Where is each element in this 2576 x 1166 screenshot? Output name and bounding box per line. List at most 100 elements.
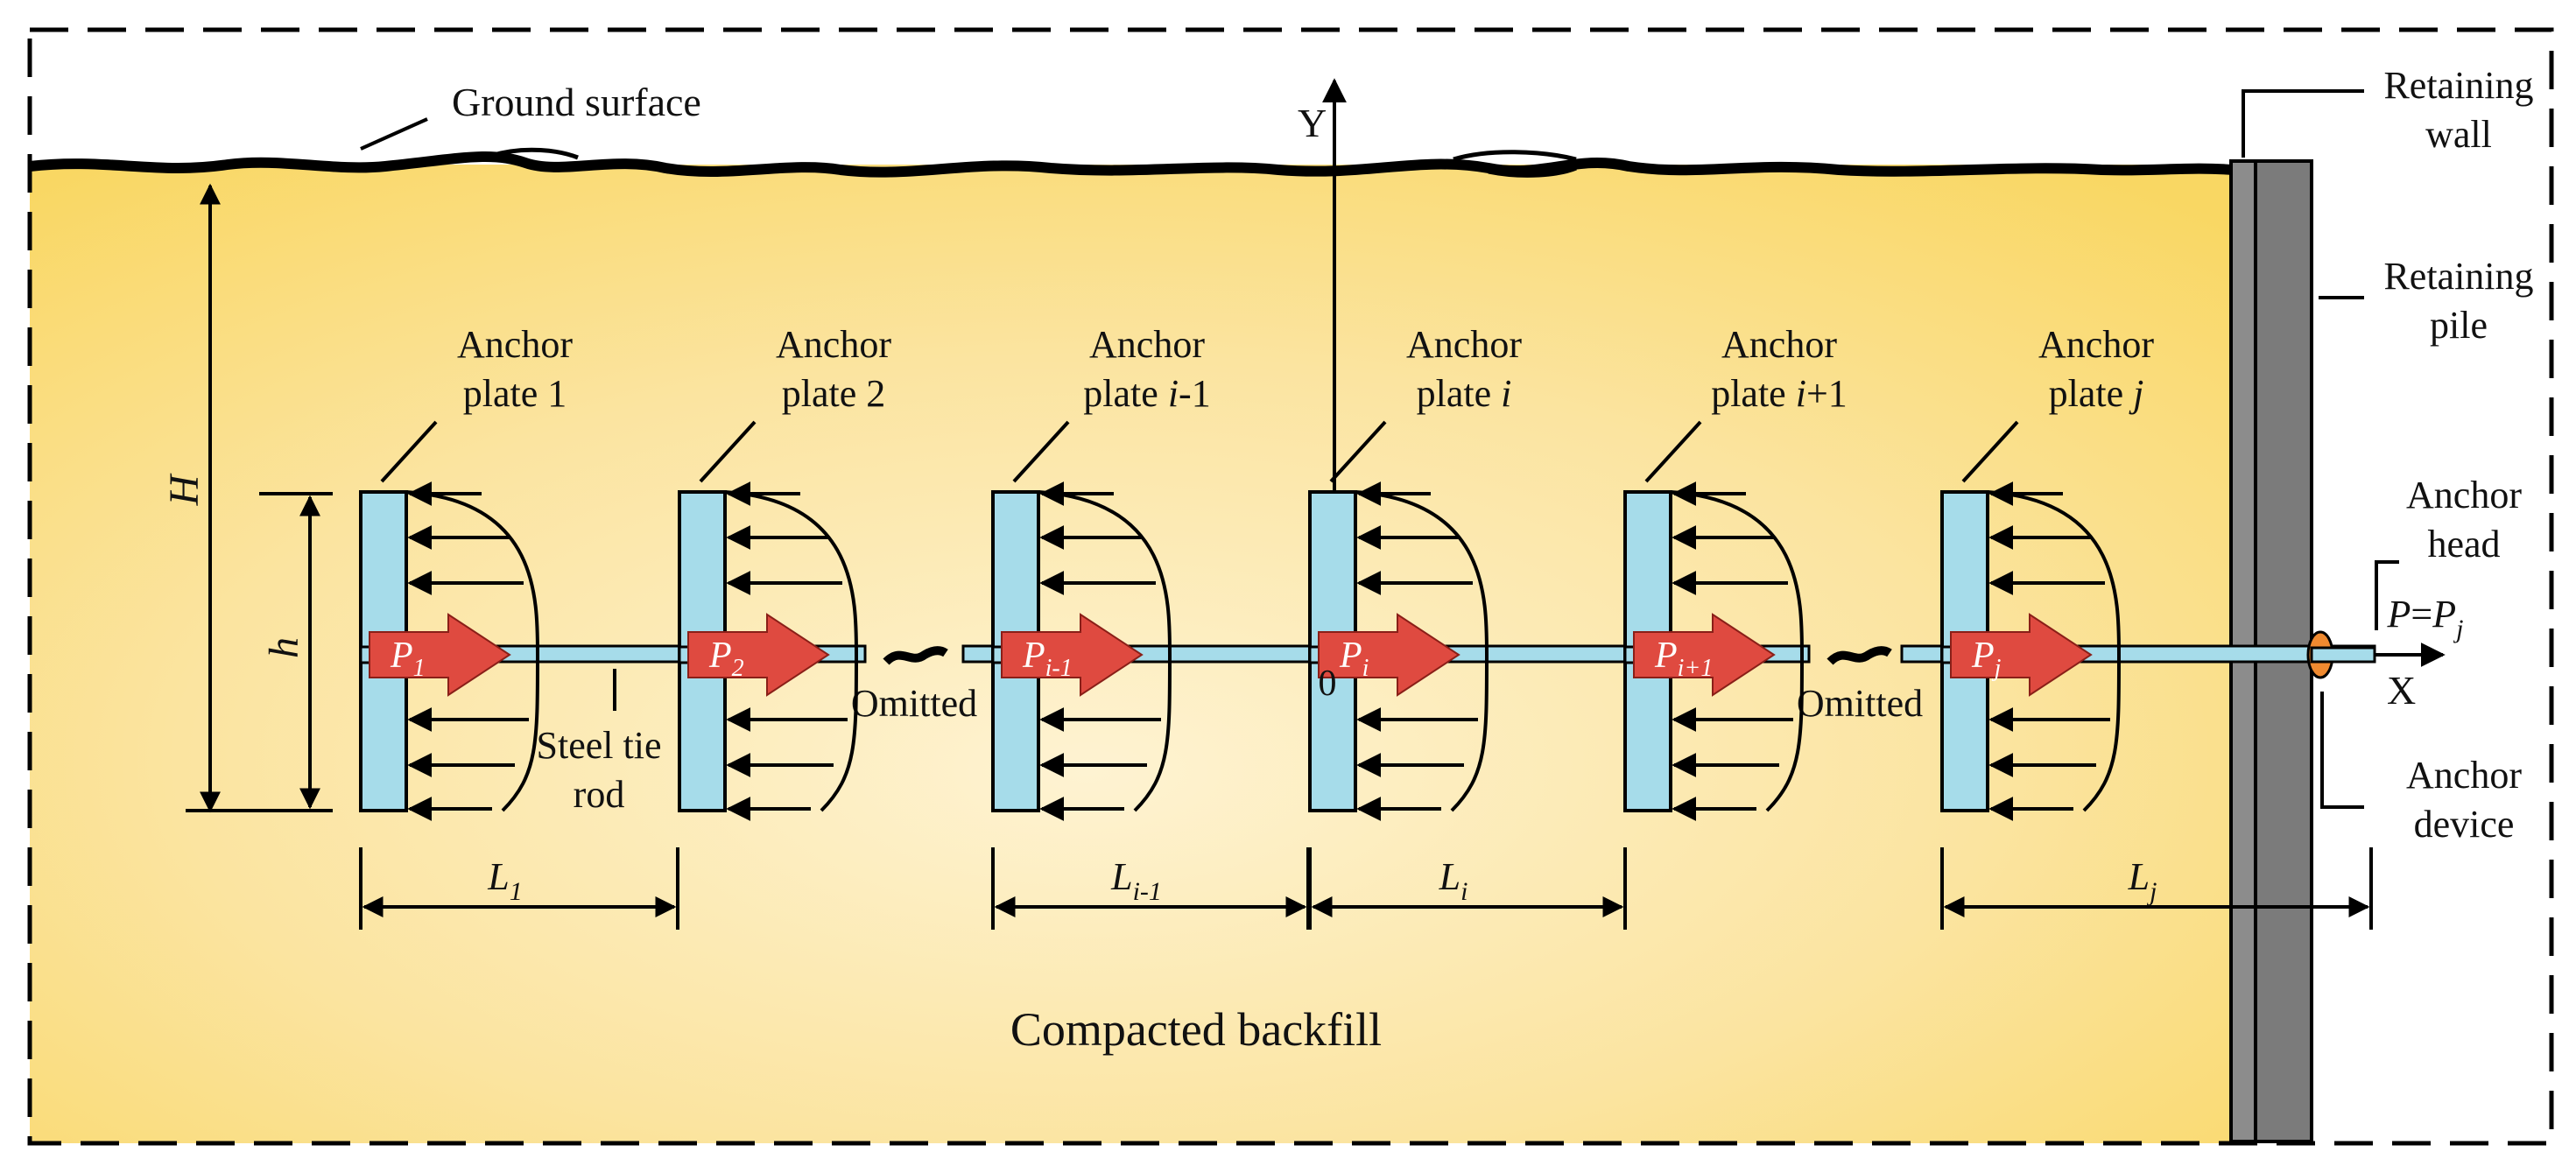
- anchor-plate-label-offset-5: +1: [1806, 372, 1848, 415]
- anchor-plate-label-line1-3: Anchor: [1089, 323, 1205, 366]
- anchor-force-letter-3: P: [1022, 636, 1045, 676]
- spacing-label-subscript-3: i: [1460, 877, 1467, 906]
- anchor-force-subscript-4: i: [1362, 655, 1369, 682]
- anchor-device-leader: [2320, 692, 2364, 809]
- anchor-force-subscript-3: i-1: [1045, 655, 1073, 682]
- earth-pressure-curve-6: [1987, 490, 2121, 812]
- anchor-force-arrow-5: [1633, 613, 1776, 697]
- anchor-force-subscript-5: i+1: [1678, 655, 1714, 682]
- anchor-force-letter-5: P: [1654, 636, 1678, 676]
- anchor-force-label-5: Pi+1: [1654, 636, 1713, 682]
- anchor-plate-label-index-4: i: [1501, 372, 1511, 415]
- spacing-label-letter-1: L: [487, 855, 509, 898]
- spacing-label-subscript-4: j: [2146, 877, 2157, 906]
- anchor-force-arrow-4: [1318, 613, 1460, 697]
- anchor-force-arrow-3: [1001, 613, 1144, 697]
- origin-label: 0: [1319, 664, 1337, 704]
- retaining-wall-label-line1: Retaining: [2383, 64, 2533, 107]
- anchor-plate-label-line2-6: plate j: [2049, 372, 2144, 415]
- anchor-plate-group-3: Pi-1 Anchor plate i-1: [991, 323, 1211, 821]
- ground-surface-line: [29, 151, 2234, 178]
- anchor-force-subscript-2: 2: [732, 655, 744, 682]
- anchor-device-label-line1: Anchor: [2406, 754, 2522, 797]
- anchor-force-letter-2: P: [708, 636, 732, 676]
- anchor-force-arrow-1: [369, 613, 511, 697]
- earth-pressure-curve-1: [405, 490, 540, 812]
- anchor-plate-leader-2: [699, 420, 757, 483]
- anchor-force-label-1: P1: [390, 636, 426, 682]
- steel-tie-rod-label-line1: Steel tie: [537, 724, 662, 767]
- spacing-label-1: L1: [487, 855, 522, 906]
- anchor-plate-leader-6: [1961, 420, 2019, 483]
- spacing-label-3: Li: [1439, 855, 1468, 906]
- anchor-plate-label-index-3: i: [1168, 372, 1179, 415]
- anchor-plate-label-text-6: plate: [2049, 372, 2134, 415]
- anchor-plate-label-line1-4: Anchor: [1406, 323, 1522, 366]
- anchor-plate-group-5: Pi+1 Anchor plate i+1: [1623, 323, 1848, 821]
- anchor-plate-leader-4: [1329, 420, 1387, 483]
- compacted-backfill-label: Compacted backfill: [1010, 1003, 1382, 1056]
- anchor-plate-label-line2-1: plate 1: [463, 372, 567, 415]
- spacing-label-subscript-2: i-1: [1133, 877, 1162, 906]
- spacing-label-4: Lj: [2128, 855, 2157, 906]
- spacing-dimension-2: Li-1: [991, 847, 1310, 930]
- spacing-label-letter-2: L: [1110, 855, 1132, 898]
- spacing-label-subscript-1: 1: [510, 877, 523, 906]
- anchor-plate-label-text-1: plate 1: [463, 372, 567, 415]
- anchor-force-arrow-6: [1950, 613, 2093, 697]
- ground-surface-leader: [360, 117, 428, 151]
- anchor-plate-leader-5: [1644, 420, 1702, 483]
- omitted-label-2: Omitted: [1797, 682, 1923, 725]
- dimension-H-label: H: [161, 473, 208, 506]
- anchor-plate-label-offset-3: -1: [1179, 372, 1211, 415]
- force-balance-label: P=Pj: [2387, 593, 2464, 643]
- anchor-plate-label-line1-5: Anchor: [1721, 323, 1837, 366]
- retaining-wall-label-line2: wall: [2425, 113, 2492, 156]
- spacing-dimension-3: Li: [1308, 847, 1627, 930]
- steel-tie-rod-label-line2: rod: [574, 773, 625, 816]
- omitted-break-mark-2: [1826, 646, 1892, 665]
- spacing-label-2: Li-1: [1110, 855, 1162, 906]
- anchor-device-label-line2: device: [2414, 803, 2515, 846]
- anchor-force-subscript-1: 1: [413, 655, 426, 682]
- anchor-plate-label-line1-2: Anchor: [776, 323, 891, 366]
- ground-surface-ripple: [489, 147, 1577, 178]
- anchor-force-label-2: P2: [708, 636, 744, 682]
- anchor-plate-leader-1: [380, 420, 438, 483]
- anchor-rod-end: [2310, 646, 2376, 664]
- retaining-pile-label-line2: pile: [2430, 304, 2488, 347]
- anchor-plate-leader-3: [1012, 420, 1070, 483]
- anchor-plate-label-text-2: plate 2: [782, 372, 886, 415]
- anchor-plate-group-2: P2 Anchor plate 2: [678, 323, 891, 821]
- spacing-dimension-1: L1: [359, 847, 679, 930]
- anchor-plate-label-line2-5: plate i+1: [1711, 372, 1848, 415]
- anchor-plate-label-line2-2: plate 2: [782, 372, 886, 415]
- anchor-force-letter-6: P: [1971, 636, 1995, 676]
- anchor-plate-label-line2-3: plate i-1: [1083, 372, 1210, 415]
- anchor-force-label-6: Pj: [1971, 636, 2002, 682]
- retaining-wall-leader: [2242, 89, 2364, 158]
- retaining-pile-label-line1: Retaining: [2383, 255, 2533, 298]
- anchor-head-label-line1: Anchor: [2406, 474, 2522, 516]
- omitted-break-mark-1: [883, 646, 948, 665]
- anchor-plate-group-6: Pj Anchor plate j: [1940, 323, 2154, 821]
- anchor-force-letter-1: P: [390, 636, 413, 676]
- anchor-plate-label-text-3: plate: [1083, 372, 1168, 415]
- anchor-force-label-3: Pi-1: [1022, 636, 1073, 682]
- anchor-force-subscript-6: j: [1992, 655, 2002, 682]
- ground-surface-label: Ground surface: [452, 80, 701, 124]
- anchor-force-arrow-2: [687, 613, 830, 697]
- anchor-head-label-line2: head: [2427, 523, 2500, 565]
- earth-pressure-curve-4: [1355, 490, 1489, 812]
- anchor-plate-label-line2-4: plate i: [1417, 372, 1512, 415]
- earth-pressure-curve-5: [1670, 490, 1804, 812]
- anchor-head-leader: [2375, 560, 2399, 630]
- anchor-force-letter-4: P: [1339, 636, 1362, 676]
- spacing-dimension-4: Lj: [1940, 847, 2373, 930]
- anchor-plate-label-line1-6: Anchor: [2038, 323, 2154, 366]
- anchor-force-label-4: Pi: [1339, 636, 1369, 682]
- anchor-plate-label-index-6: j: [2129, 372, 2143, 415]
